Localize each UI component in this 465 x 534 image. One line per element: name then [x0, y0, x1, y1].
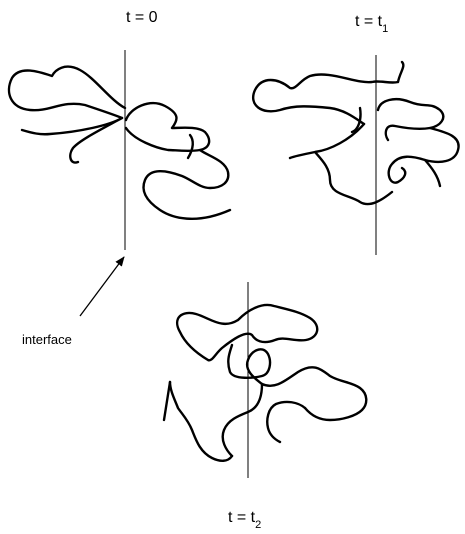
panel-t1: t = t1 — [253, 13, 458, 255]
panel-t2-label: t = t2 — [228, 509, 261, 531]
interface-annotation: interface — [22, 257, 124, 347]
upper-chain-t2 — [177, 305, 317, 360]
right-chain-t0-tail — [143, 150, 230, 219]
right-chain-t0-end — [188, 135, 193, 158]
left-chain-t0 — [9, 67, 125, 135]
right-chain-t1 — [378, 99, 443, 140]
interface-arrow — [80, 257, 124, 316]
left-chain-t1 — [253, 62, 403, 124]
right-chain-t1-tail — [352, 108, 440, 186]
panel-t0-label: t = 0 — [126, 9, 158, 26]
panel-t2: t = t2 — [164, 282, 366, 531]
right-chain-t1-loop — [389, 128, 459, 183]
left-tail-t2 — [170, 382, 232, 461]
left-chain-t0-tail — [70, 118, 122, 163]
middle-chain-t2 — [228, 345, 366, 420]
panel-t1-label: t = t1 — [355, 13, 388, 35]
panel-t0: t = 0 — [9, 9, 230, 250]
interface-label: interface — [22, 332, 72, 347]
left-chain-t1-low — [290, 124, 392, 204]
right-chain-t0 — [126, 103, 209, 151]
